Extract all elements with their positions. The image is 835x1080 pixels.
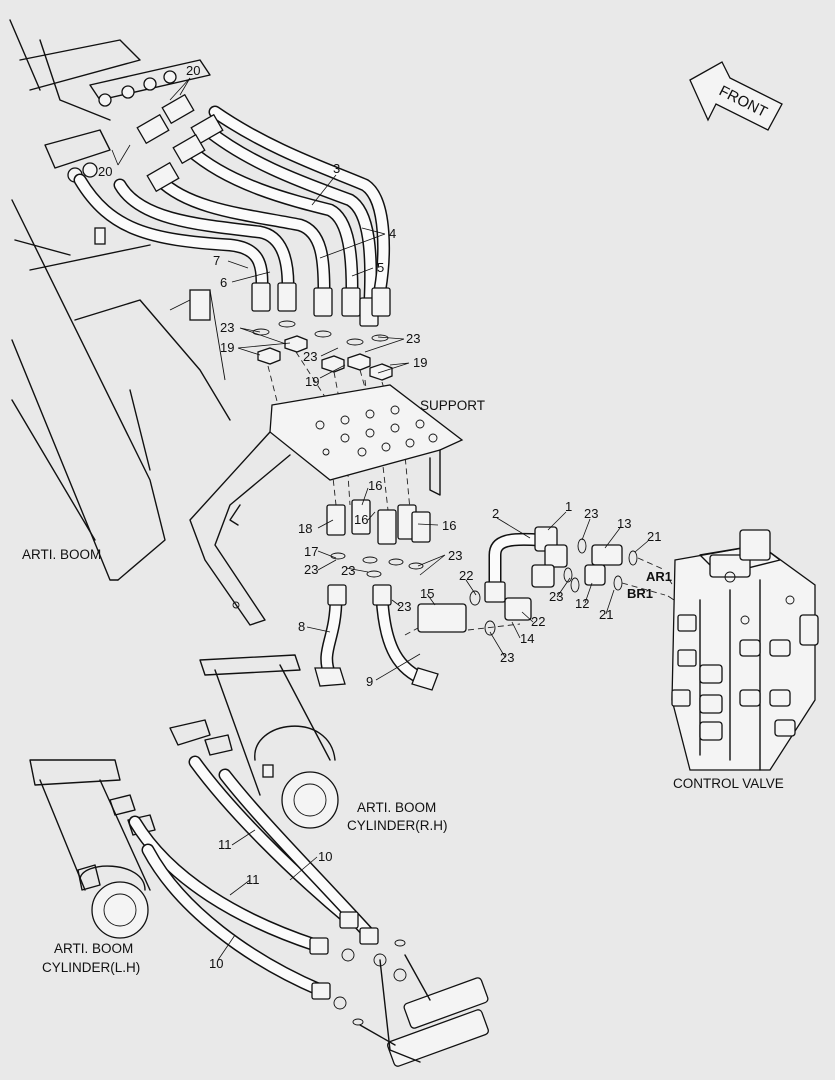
callout-4: 4	[389, 226, 396, 241]
callout-19: 19	[305, 374, 319, 389]
callout-13: 13	[617, 516, 631, 531]
callout-16: 16	[442, 518, 456, 533]
callout-20: 20	[98, 164, 112, 179]
bracket-plate	[94, 227, 106, 245]
cylinder-rh-label-line2: CYLINDER(R.H)	[347, 818, 448, 833]
callout-20: 20	[186, 63, 200, 78]
upper-clamp-assembly	[44, 59, 211, 183]
callout-numbers: 20 20 3 4 5 7 6 23 19 23 23 19 19 16 16 …	[98, 63, 661, 971]
callout-19: 19	[220, 340, 234, 355]
callout-19: 19	[413, 355, 427, 370]
callout-10: 10	[318, 849, 332, 864]
callout-23: 23	[220, 320, 234, 335]
callout-leaders	[111, 77, 675, 961]
arti-boom-outline	[9, 19, 231, 581]
callout-3: 3	[333, 161, 340, 176]
support-label: SUPPORT	[420, 398, 485, 413]
cylinder-lh-label-line2: CYLINDER(L.H)	[42, 960, 140, 975]
callout-7: 7	[213, 253, 220, 268]
hose-end-fittings	[251, 282, 391, 327]
callout-18: 18	[298, 521, 312, 536]
callout-12: 12	[575, 596, 589, 611]
cylinder-rh-label-line1: ARTI. BOOM	[357, 800, 436, 815]
support-bracket	[189, 384, 464, 626]
cylinder-lh	[29, 759, 156, 939]
callout-2: 2	[492, 506, 499, 521]
callout-22: 22	[459, 568, 473, 583]
cylinder-hoses	[128, 755, 379, 1000]
cylinder-lh-label-line1: ARTI. BOOM	[54, 941, 133, 956]
callout-23: 23	[448, 548, 462, 563]
hose-bundle	[73, 93, 391, 307]
callout-14: 14	[520, 631, 534, 646]
callout-22: 22	[531, 614, 545, 629]
callout-23: 23	[500, 650, 514, 665]
callout-23: 23	[549, 589, 563, 604]
arti-boom-label: ARTI. BOOM	[22, 547, 101, 562]
callout-5: 5	[377, 260, 384, 275]
callout-9: 9	[366, 674, 373, 689]
callout-23: 23	[406, 331, 420, 346]
callout-8: 8	[298, 619, 305, 634]
port-br1-label: BR1	[627, 586, 653, 601]
callout-6: 6	[220, 275, 227, 290]
control-valve-body	[671, 529, 819, 771]
bulkhead-adapters	[326, 499, 431, 578]
callout-16: 16	[368, 478, 382, 493]
callout-15: 15	[420, 586, 434, 601]
callout-1: 1	[565, 499, 572, 514]
valve-side-fittings	[404, 526, 666, 636]
lower-manifold	[333, 939, 489, 1067]
callout-21: 21	[599, 607, 613, 622]
callout-16: 16	[354, 512, 368, 527]
front-arrow-icon: FRONT	[689, 61, 783, 131]
clip-plate	[189, 289, 211, 321]
control-valve-label: CONTROL VALVE	[673, 776, 784, 791]
callout-23: 23	[341, 563, 355, 578]
cylinder-rh	[169, 654, 339, 829]
callout-23: 23	[303, 349, 317, 364]
hoses-8-9	[314, 584, 439, 691]
callout-21: 21	[647, 529, 661, 544]
seals-and-nuts-upper	[252, 320, 393, 381]
callout-10: 10	[209, 956, 223, 971]
callout-17: 17	[304, 544, 318, 559]
callout-23: 23	[584, 506, 598, 521]
callout-23: 23	[397, 599, 411, 614]
callout-23: 23	[304, 562, 318, 577]
callout-11: 11	[218, 837, 232, 852]
callout-11: 11	[246, 872, 260, 887]
port-ar1-label: AR1	[646, 569, 672, 584]
